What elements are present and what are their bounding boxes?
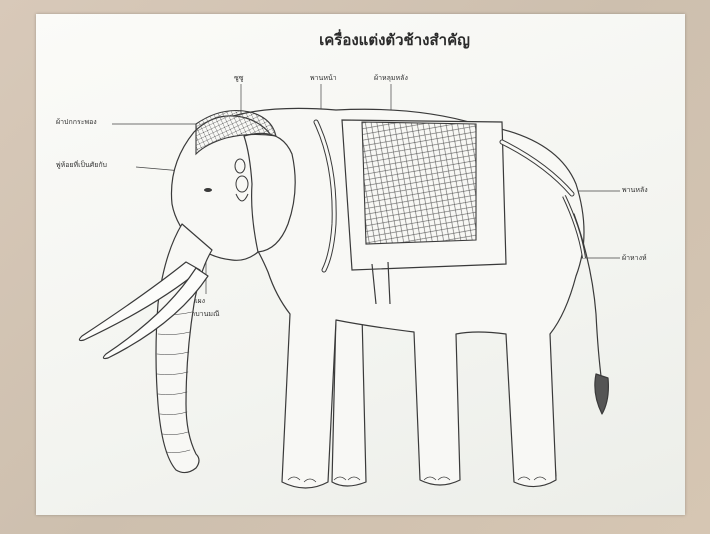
tail-tuft [595,374,609,414]
far-front-leg [332,314,366,486]
elephant-trunk [156,224,212,473]
saddle-cloth [362,122,476,244]
poster-board: เครื่องแต่งตัวช้างสำคัญ ผ้าปกกระพอง พู่ห… [36,14,685,515]
elephant-eye [204,188,212,192]
elephant-illustration [36,14,685,515]
